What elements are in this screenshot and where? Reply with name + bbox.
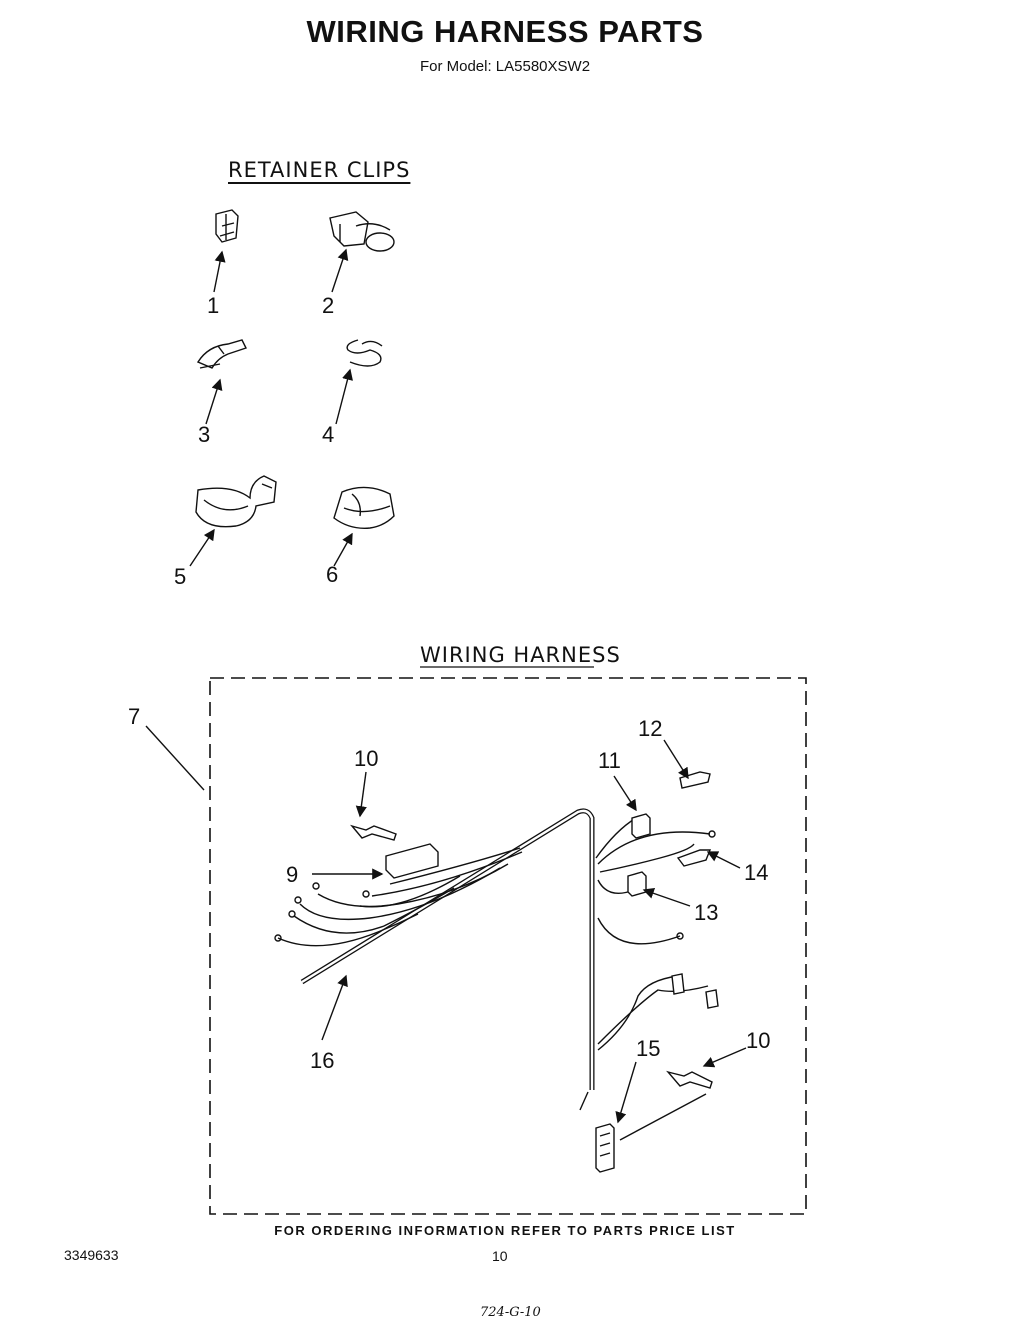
leader-10-lower (702, 1047, 747, 1068)
callout-9: 9 (286, 862, 298, 887)
leader-13 (642, 887, 691, 907)
callout-2: 2 (322, 293, 334, 318)
leader-14 (706, 851, 741, 869)
callout-4: 4 (322, 422, 334, 447)
retainer-clip-2-icon (329, 211, 395, 293)
retainer-clip-1-icon (213, 209, 239, 293)
retainer-clips-heading: RETAINER CLIPS (228, 158, 411, 182)
leader-16 (321, 974, 348, 1041)
retainer-clip-6-icon (333, 486, 395, 567)
handwritten-code: 724-G-10 (480, 1305, 541, 1320)
ordering-info-note: FOR ORDERING INFORMATION REFER TO PARTS … (274, 1223, 736, 1238)
wiring-harness-heading: WIRING HARNESS (420, 643, 621, 667)
callout-10-lower: 10 (746, 1028, 770, 1053)
leader-12 (663, 739, 689, 780)
callout-6: 6 (326, 562, 338, 587)
wiring-harness-drawing (274, 771, 719, 1173)
retainer-clip-3-icon (196, 339, 247, 425)
callout-12: 12 (638, 716, 662, 741)
callout-5: 5 (174, 564, 186, 589)
callout-3: 3 (198, 422, 210, 447)
leader-15 (615, 1061, 637, 1124)
callout-16: 16 (310, 1048, 334, 1073)
page-number: 10 (492, 1248, 508, 1264)
page-title: WIRING HARNESS PARTS (306, 14, 704, 49)
callout-1: 1 (207, 293, 219, 318)
document-number: 3349633 (64, 1247, 119, 1263)
retainer-clip-5-icon (189, 475, 277, 567)
retainer-clip-4-icon (335, 339, 383, 425)
callout-7: 7 (128, 704, 140, 729)
callout-15: 15 (636, 1036, 660, 1061)
leader-7 (145, 725, 205, 791)
leader-11 (613, 775, 637, 812)
harness-boundary-box (209, 677, 807, 1215)
leader-10-upper (355, 771, 367, 818)
model-subtitle: For Model: LA5580XSW2 (419, 58, 591, 75)
callout-13: 13 (694, 900, 718, 925)
callout-14: 14 (744, 860, 768, 885)
callout-11: 11 (598, 748, 621, 773)
callout-10-upper: 10 (354, 746, 378, 771)
